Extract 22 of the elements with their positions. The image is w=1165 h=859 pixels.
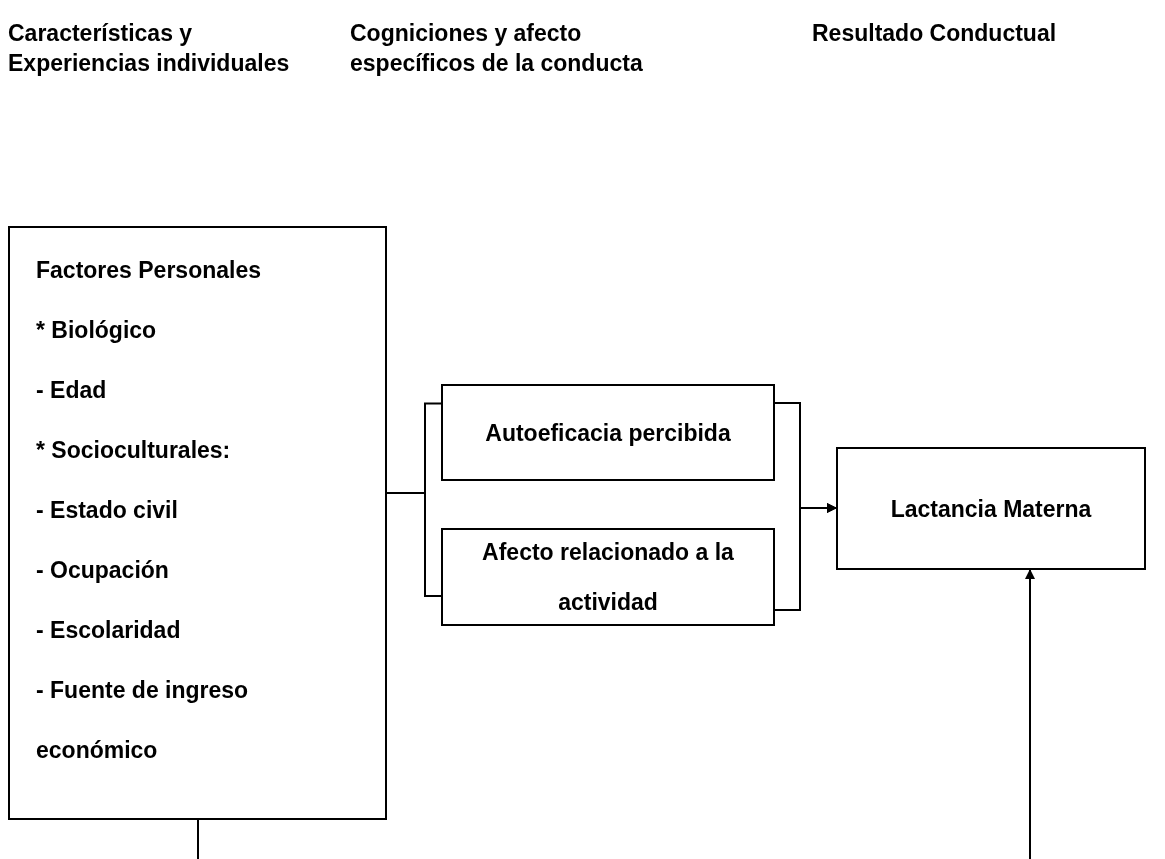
list-item: - Ocupación	[36, 556, 170, 585]
factor-list-box	[8, 226, 387, 820]
box-text: Afecto relacionado a la actividad	[481, 538, 735, 617]
column-heading: Resultado Conductual	[812, 19, 1058, 48]
connector-line	[197, 819, 199, 859]
list-item: * Biológico	[36, 316, 158, 345]
process-box	[441, 384, 775, 481]
list-item: * Socioculturales:	[36, 436, 232, 465]
column-heading: Características y Experiencias individuales	[8, 19, 291, 78]
process-box	[836, 447, 1146, 570]
box-text: Lactancia Materna	[889, 494, 1093, 524]
list-item: - Escolaridad	[36, 616, 182, 645]
process-box	[441, 528, 775, 626]
box-heading: Factores Personales	[36, 256, 262, 285]
box-text: Autoeficacia percibida	[484, 418, 732, 448]
list-item: - Edad	[36, 376, 108, 405]
column-heading: Cogniciones y afecto específicos de la conducta	[350, 19, 644, 78]
list-item: - Estado civil	[36, 496, 179, 525]
arrow	[774, 503, 837, 611]
list-item: - Fuente de ingreso económico	[36, 676, 250, 765]
connector-line	[386, 492, 442, 597]
arrow	[1025, 569, 1035, 859]
